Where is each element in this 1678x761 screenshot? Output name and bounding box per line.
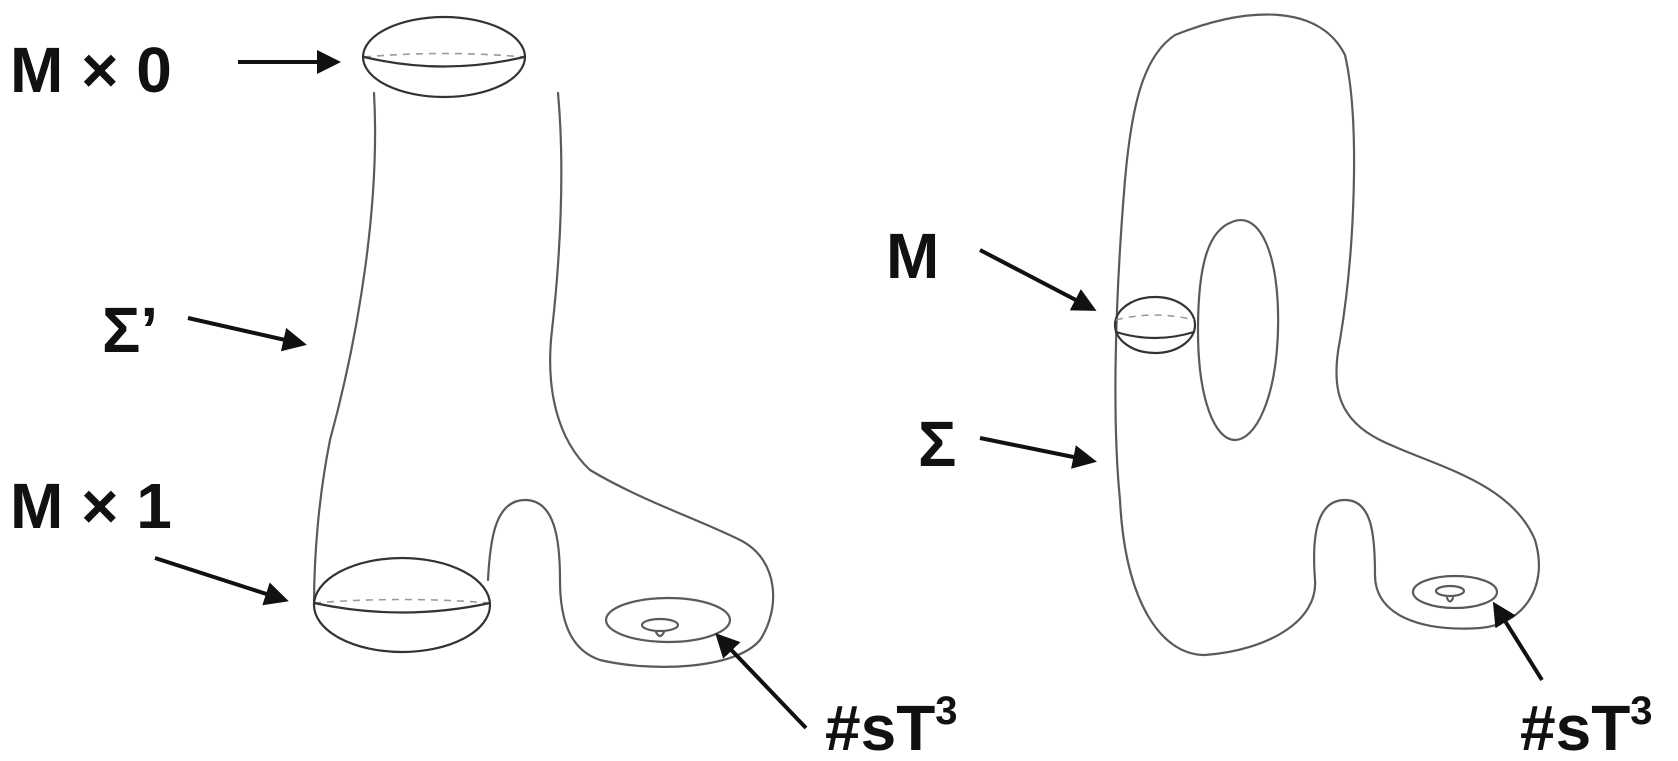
right-st3-dot xyxy=(1447,598,1453,602)
arrow-sigma xyxy=(980,438,1093,461)
bottom-disk-dashed-back xyxy=(314,600,490,604)
left-surface-outline xyxy=(314,93,773,667)
m-disk-front-edge xyxy=(1116,332,1194,338)
arrows xyxy=(155,62,1542,728)
arrow-right-st3 xyxy=(1495,605,1542,680)
left-st3-dot xyxy=(656,632,664,636)
arrow-left-st3 xyxy=(718,636,806,728)
right-st3-inner-ring xyxy=(1436,586,1464,596)
left-cobordism-figure xyxy=(314,17,773,667)
left-st3-exponent: 3 xyxy=(935,689,957,733)
surface-hole xyxy=(1198,220,1278,440)
arrow-m xyxy=(980,250,1093,309)
top-disk-front-edge xyxy=(364,57,524,67)
label-m-times-1: M × 1 xyxy=(10,470,172,542)
left-st3-inner-ring xyxy=(642,619,678,631)
label-m-times-0: M × 0 xyxy=(10,34,172,106)
left-st3-base: #sT xyxy=(825,692,935,761)
arrow-sigma-prime xyxy=(188,318,303,344)
right-st3-exponent: 3 xyxy=(1630,689,1652,733)
label-left-st3: #sT3 xyxy=(825,689,958,761)
m-boundary-disk xyxy=(1115,297,1195,353)
label-sigma-prime: Σ’ xyxy=(102,294,158,366)
labels: M × 0 Σ’ M × 1 #sT3 M Σ #sT3 xyxy=(10,34,1653,761)
label-right-st3: #sT3 xyxy=(1520,689,1653,761)
right-st3-base: #sT xyxy=(1520,692,1630,761)
label-m: M xyxy=(886,220,939,292)
arrow-m-times-1 xyxy=(155,558,285,600)
right-st3-outer-ring xyxy=(1413,576,1497,608)
label-sigma: Σ xyxy=(918,408,956,480)
top-boundary-disk xyxy=(363,17,525,97)
bottom-disk-front-edge xyxy=(314,603,490,613)
top-disk-dashed-back xyxy=(364,54,524,58)
bottom-boundary-disk xyxy=(314,558,490,652)
m-disk-dashed-back xyxy=(1116,315,1194,320)
right-surface-figure xyxy=(1115,15,1539,655)
